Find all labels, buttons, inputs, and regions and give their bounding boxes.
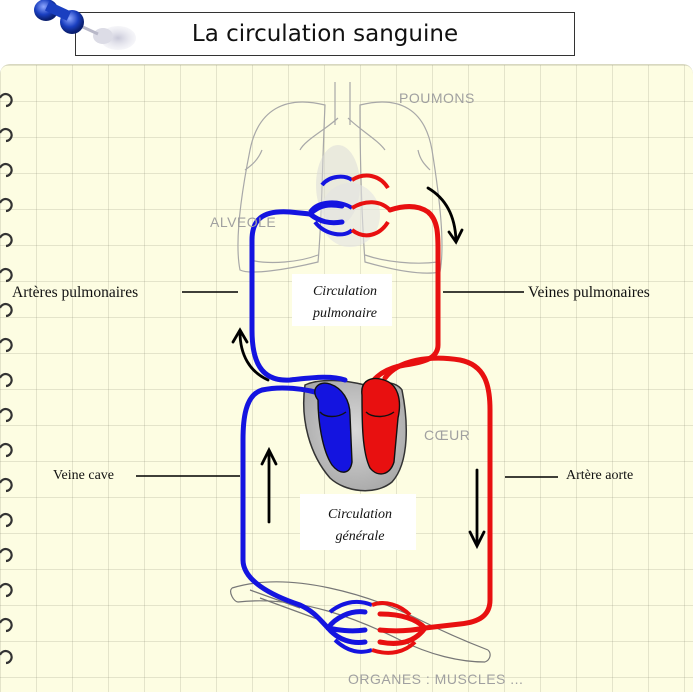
label-poumons: POUMONS: [399, 90, 475, 106]
arrow-to-veines: [426, 186, 458, 242]
circ-generale-box: [300, 494, 416, 550]
label-arteres-pulmonaires: Artères pulmonaires: [12, 284, 138, 301]
arrow-from-heart: [238, 330, 270, 382]
label-circ-generale-2: générale: [336, 529, 385, 544]
flow-arrows: [231, 186, 486, 550]
label-circ-pulmonaire-1: Circulation: [313, 284, 377, 299]
label-circ-generale-1: Circulation: [328, 507, 392, 522]
label-circ-pulmonaire-2: pulmonaire: [312, 306, 377, 321]
lung-capillaries-blue: [308, 174, 354, 237]
label-alveole: ALVEOLE: [210, 214, 276, 230]
organ-capillaries: [328, 599, 417, 655]
lung-capillaries-red: [350, 173, 392, 238]
label-coeur: CŒUR: [424, 427, 470, 443]
title-text: La circulation sanguine: [191, 21, 459, 47]
label-veine-cave: Veine cave: [53, 468, 114, 483]
circ-pulmonaire-box: [292, 274, 392, 326]
deoxygenated-vessels: [240, 202, 368, 645]
binder-ring-icon: [0, 92, 13, 665]
label-artere-aorte: Artère aorte: [566, 468, 633, 483]
heart-right-side-blue: [314, 383, 352, 473]
oxygenated-vessels: [365, 204, 493, 646]
heart-left-side-red: [361, 378, 400, 474]
page-title: La circulation sanguine: [75, 12, 575, 56]
label-leaders: [136, 291, 558, 478]
label-veines-pulmonaires: Veines pulmonaires: [528, 284, 650, 301]
pushpin-icon: [34, 0, 136, 50]
heart-outline: [314, 377, 401, 475]
label-organes: ORGANES : MUSCLES ...: [348, 671, 523, 687]
alveole-shadow: [320, 183, 380, 247]
